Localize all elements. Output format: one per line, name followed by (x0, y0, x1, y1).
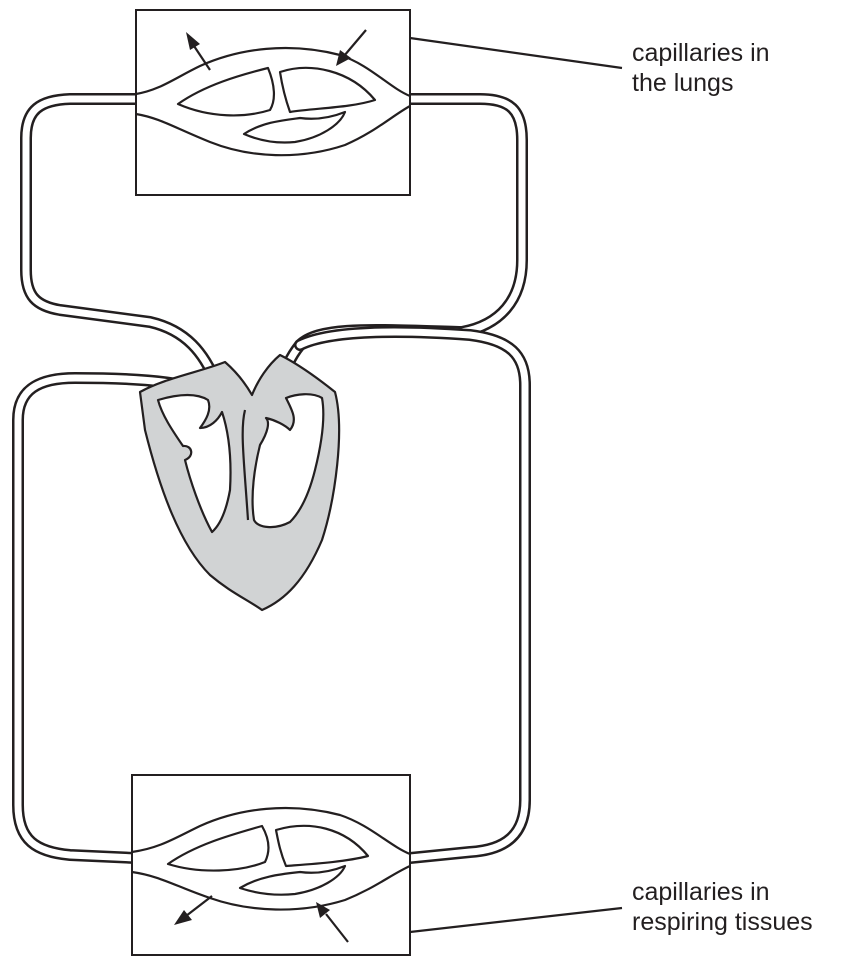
label-line-1: capillaries in (632, 877, 813, 907)
tissue-capillary-box (132, 775, 410, 955)
tissues-leader-line (410, 908, 622, 932)
label-capillaries-lungs: capillaries in the lungs (632, 38, 770, 98)
label-line-2: respiring tissues (632, 907, 813, 937)
label-capillaries-tissues: capillaries in respiring tissues (632, 877, 813, 937)
lung-capillary-box (136, 10, 410, 195)
heart (140, 355, 339, 610)
label-line-1: capillaries in (632, 38, 770, 68)
lungs-leader-line (410, 38, 622, 68)
label-line-2: the lungs (632, 68, 770, 98)
